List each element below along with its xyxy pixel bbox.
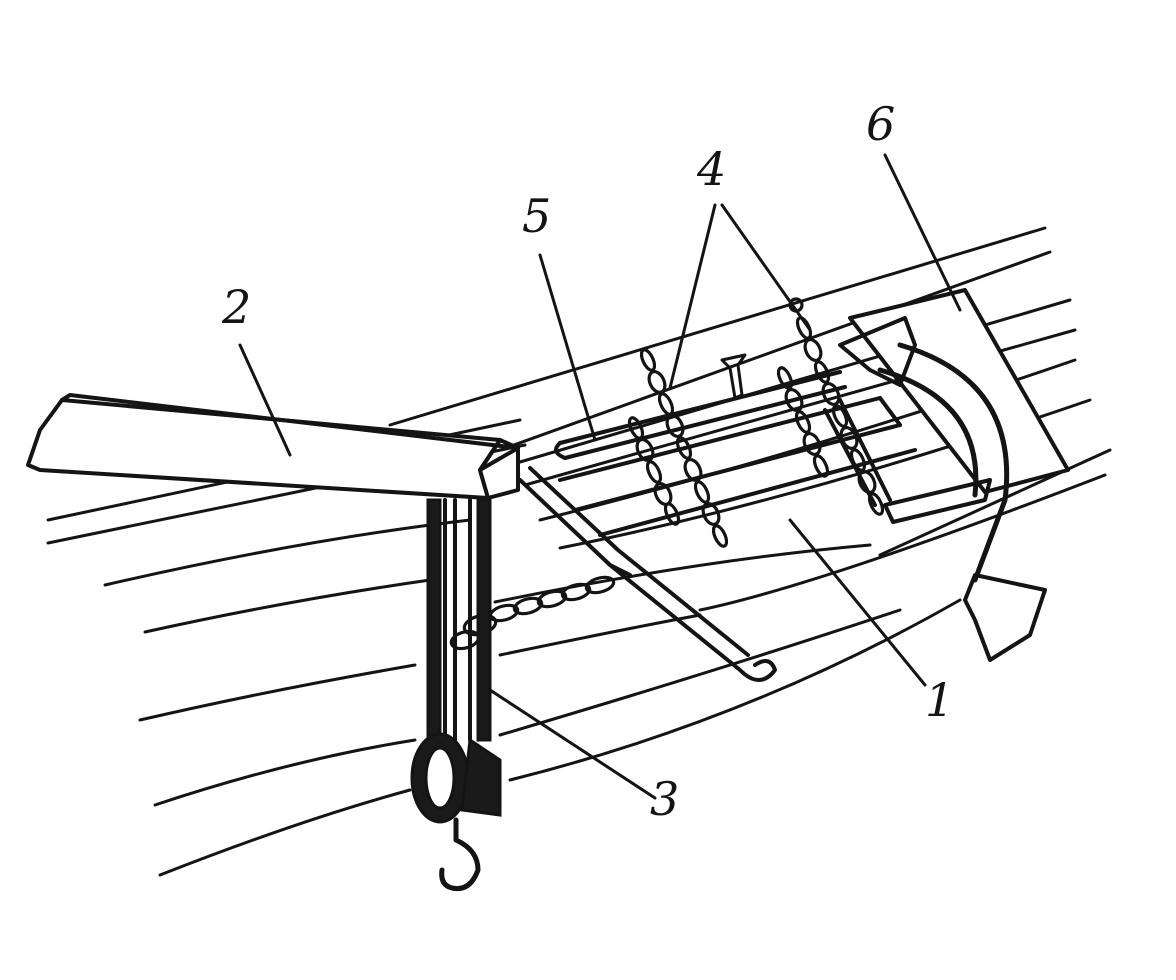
label-6: 6 bbox=[866, 97, 895, 151]
leader-lines bbox=[238, 153, 962, 800]
anchor-pocket bbox=[558, 396, 917, 537]
hoist-chain bbox=[449, 575, 616, 651]
anchor bbox=[823, 316, 1047, 662]
guide-rail bbox=[554, 370, 847, 460]
cathead-beam bbox=[26, 393, 520, 500]
label-5: 5 bbox=[522, 189, 551, 243]
anchor-plate bbox=[848, 288, 1070, 494]
label-4: 4 bbox=[696, 142, 726, 196]
bracket bbox=[720, 353, 747, 400]
label-2: 2 bbox=[221, 280, 251, 334]
label-3: 3 bbox=[650, 772, 679, 826]
label-1: 1 bbox=[925, 673, 954, 727]
hook-rod bbox=[518, 466, 777, 682]
chain-left bbox=[627, 348, 729, 548]
tackle-block bbox=[410, 498, 502, 892]
